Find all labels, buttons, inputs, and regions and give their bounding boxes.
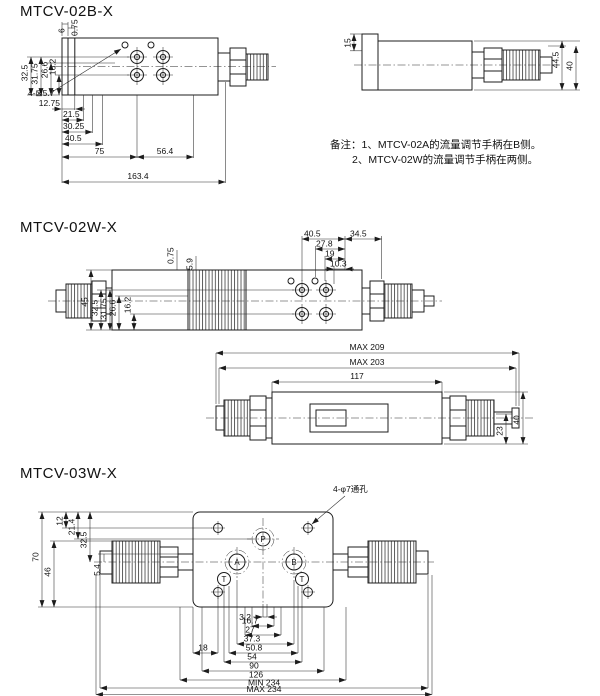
dim-label: 26.6 (40, 61, 50, 78)
dim-label: 117 (350, 371, 364, 381)
dim-label: 6 (57, 28, 67, 33)
dim-label: MIN 234 (248, 678, 280, 688)
dim-label: 12.75 (39, 98, 61, 108)
mtcv-02w-side-view: MAX 209 MAX 203 117 23 40 (206, 342, 534, 445)
dim-label: 15 (343, 38, 353, 48)
port-label-t2: T (300, 575, 305, 584)
dim-label: 56.4 (157, 146, 174, 156)
port-label-a: A (234, 558, 240, 567)
dim-label: 31.75 (99, 298, 109, 320)
mtcv-03w-left-dimensions: 70 46 12 21.4 32.5 5.4 (31, 511, 251, 608)
port-circles (287, 277, 336, 324)
dim-label: 21.4 (67, 518, 77, 535)
note-line-1: 备注：1、MTCV-02A的流量调节手柄在B侧。 (330, 138, 541, 151)
mtcv-02w-top-dimensions: 40.5 27.8 19 10.3 34.5 0.75 5.9 45 32.5 … (80, 229, 382, 331)
dim-label: 16.2 (48, 58, 58, 75)
dim-label: 90 (249, 661, 259, 671)
dim-label: 40.5 (304, 229, 321, 239)
dim-label: 30.25 (63, 121, 85, 131)
port-t1: T (217, 572, 231, 586)
dim-label: 46 (43, 567, 53, 577)
dim-label: 21.5 (63, 109, 80, 119)
mtcv-02b-dimensions: 6 0.75 32.5 31.75 26.6 16.2 4-⊠5.7 12.75… (20, 19, 226, 185)
port-p: P (247, 527, 279, 551)
model-title-02w: MTCV-02W-X (20, 219, 117, 236)
dim-label: 32.5 (20, 64, 30, 81)
dim-label: 16.2 (123, 296, 133, 313)
dim-label: 34.5 (350, 229, 367, 239)
dim-label: MAX 234 (247, 684, 282, 694)
dim-label: 27.8 (316, 239, 333, 249)
dim-label: 70 (31, 552, 41, 562)
mtcv-03w-view: P A B T T 4-φ7通孔 (94, 484, 434, 608)
dim-label: 40 (512, 415, 522, 425)
dim-label: 3.2 (239, 612, 251, 622)
hole-callout: 4-⊠5.7 (28, 88, 55, 98)
bolt-holes (211, 521, 315, 599)
label-band (187, 269, 247, 331)
dim-label: MAX 209 (350, 342, 385, 352)
dim-label: 12 (55, 516, 65, 526)
port-circles (121, 41, 173, 85)
dim-label: 54 (247, 652, 257, 662)
mtcv-02b-top-view (54, 37, 276, 96)
dim-label: 23 (495, 426, 505, 436)
adjust-knob (245, 53, 269, 81)
dim-label: 75 (95, 146, 105, 156)
dim-label: 27 (245, 625, 255, 635)
port-label-b: B (291, 558, 296, 567)
dim-label: 37.3 (244, 634, 261, 644)
mtcv-02b-side-view: 15 44.5 40 (343, 33, 580, 91)
note-line-2: 2、MTCV-02W的流量调节手柄在两侧。 (352, 153, 538, 166)
dim-label: 126 (249, 670, 263, 680)
dim-label: 16.7 (242, 616, 259, 626)
dim-label: 18 (198, 643, 208, 653)
hole-callout: 4-φ7通孔 (333, 484, 368, 494)
dim-label: 31.75 (30, 63, 40, 85)
port-a: A (224, 547, 250, 578)
port-label-p: P (260, 535, 265, 544)
dim-label: 26.6 (108, 299, 118, 316)
dim-label: 163.4 (127, 171, 149, 181)
dim-label: 5.9 (185, 258, 195, 270)
dim-label: 0.75 (166, 247, 176, 264)
valve-body-side (377, 40, 473, 91)
mtcv-02w-top-view (48, 269, 442, 331)
dim-label: 5.4 (92, 564, 102, 576)
port-label-t1: T (222, 575, 227, 584)
model-title-02b: MTCV-02B-X (20, 3, 113, 20)
model-title-03w: MTCV-03W-X (20, 465, 117, 482)
dim-label: 44.5 (551, 51, 561, 68)
dim-label: 40.5 (65, 133, 82, 143)
dim-label: 10.3 (330, 259, 347, 269)
remark-notes: 备注：1、MTCV-02A的流量调节手柄在B侧。 2、MTCV-02W的流量调节… (330, 138, 541, 166)
port-b: B (281, 547, 307, 578)
dim-label: 19 (325, 249, 335, 259)
dim-label: 0.75 (70, 19, 80, 36)
port-t2: T (295, 572, 309, 586)
dim-label: 45 (80, 297, 90, 307)
dim-label: 40 (565, 61, 575, 71)
mtcv-03w-bottom-dimensions: 3.2 16.7 27 37.3 50.8 18 54 90 126 MIN 2… (95, 575, 433, 696)
dim-label: 50.8 (246, 643, 263, 653)
dim-label: MAX 203 (350, 357, 385, 367)
dim-label: 32.5 (79, 531, 89, 548)
dim-label: 32.5 (90, 299, 100, 316)
